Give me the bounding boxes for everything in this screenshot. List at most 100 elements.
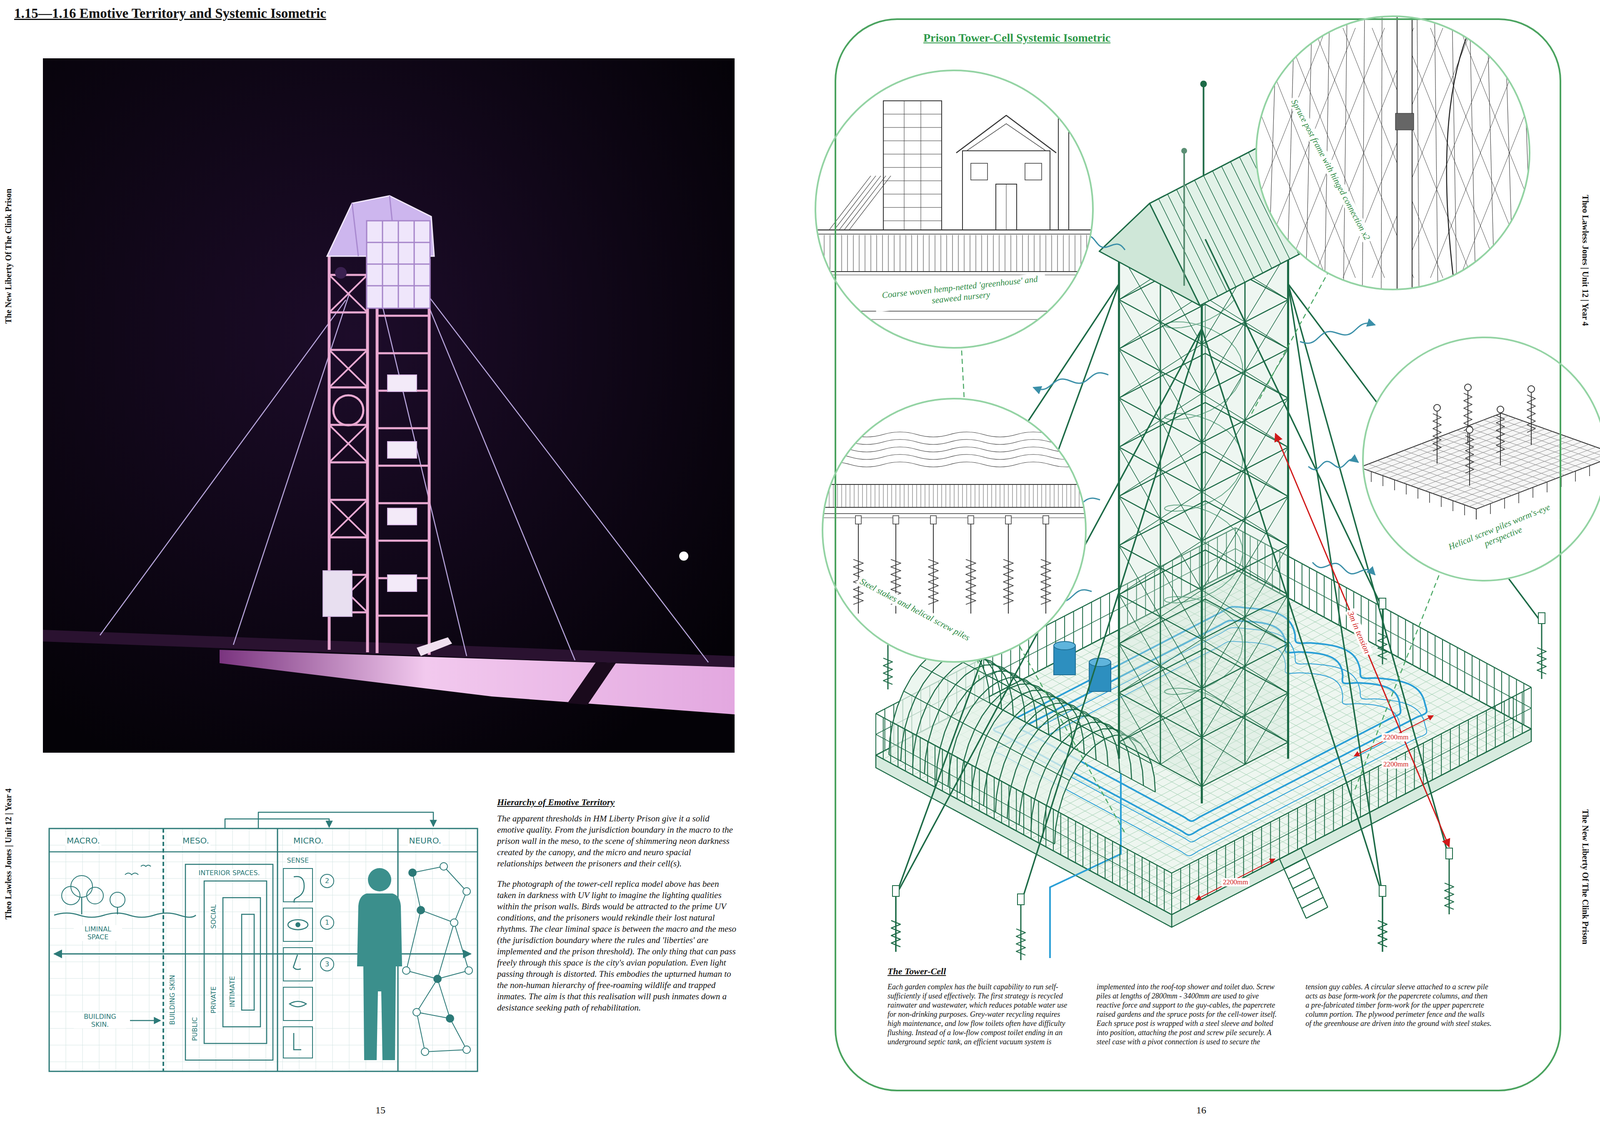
- screw-pile: [1382, 895, 1384, 953]
- grid-line: [1439, 437, 1556, 479]
- deck-slat: [1058, 484, 1059, 508]
- page-title: 1.15—1.16 Emotive Territory and Systemic…: [14, 5, 327, 22]
- grid-line: [432, 828, 433, 1072]
- model-brace: [329, 350, 368, 388]
- grid-line: [332, 828, 333, 1072]
- grid-line: [132, 828, 133, 1072]
- guy-wire: [100, 300, 346, 636]
- deck-slat: [966, 484, 968, 508]
- deck-slat: [983, 484, 984, 508]
- helix-screw: [1377, 920, 1388, 948]
- detail-ground: [814, 69, 1094, 349]
- frame-brace: [1372, 27, 1473, 278]
- tower-post: [1200, 295, 1203, 804]
- greenhouse-arch: [936, 671, 1038, 781]
- grid-line: [249, 828, 250, 1072]
- tank-top: [1089, 658, 1111, 667]
- neuro-link: [437, 979, 450, 1019]
- stake: [1475, 509, 1477, 520]
- railing-bar: [1092, 235, 1093, 272]
- touch-icon: [293, 1033, 302, 1050]
- scale-heading: MESO.: [181, 835, 211, 846]
- railing-bar: [1016, 235, 1018, 272]
- stake: [1518, 492, 1520, 504]
- tower-ring: [1119, 402, 1289, 492]
- stake: [1532, 487, 1534, 498]
- tower-ring: [1119, 353, 1289, 443]
- model-stair: [387, 375, 417, 392]
- neuro-node: [402, 967, 410, 975]
- deck-slat: [1012, 484, 1013, 508]
- tower-brace: [1245, 715, 1289, 743]
- deck-slat: [916, 484, 918, 508]
- greenhouse-purlin: [903, 691, 1070, 781]
- greenhouse-arch: [1007, 709, 1108, 819]
- frame-brace: [1342, 27, 1443, 278]
- floor-line: [883, 180, 942, 182]
- tower-brace: [1160, 442, 1202, 470]
- deck-slat: [1020, 484, 1022, 508]
- tower-brace: [1201, 590, 1245, 618]
- stair-tread: [1301, 897, 1324, 909]
- neuro-link: [406, 910, 421, 971]
- neuro-node: [462, 887, 471, 896]
- fence-rail: [1171, 687, 1532, 874]
- floor-line: [883, 207, 942, 208]
- interior-space: [241, 914, 255, 1011]
- ground-line: [812, 310, 1096, 312]
- railing-bar: [970, 235, 971, 272]
- railing-bar: [1028, 235, 1029, 272]
- stair-tread: [1297, 887, 1320, 899]
- grid-line: [415, 828, 417, 1072]
- eye-icon: [287, 920, 308, 930]
- model-rung: [377, 352, 430, 355]
- deck-slat: [1066, 484, 1068, 508]
- railing-bar: [859, 235, 860, 272]
- railing-bar: [1034, 235, 1035, 272]
- spruce-post: [1397, 11, 1413, 295]
- railing-bar: [1080, 235, 1082, 272]
- railing-bar: [818, 235, 819, 272]
- model-post: [427, 259, 431, 655]
- deck-slat: [933, 484, 934, 508]
- deck-slat: [1004, 484, 1005, 508]
- helix-screw: [928, 559, 939, 605]
- neuro-link: [443, 866, 467, 892]
- light-dot: [679, 551, 689, 561]
- floor-line: [883, 167, 942, 168]
- model-ramp: [416, 637, 453, 657]
- model-window: [366, 220, 430, 309]
- helix-screw: [1537, 647, 1547, 675]
- frame-member: [1305, 11, 1313, 295]
- floor-line: [883, 114, 942, 115]
- deck-slat: [1029, 484, 1030, 508]
- scale-heading: MICRO.: [292, 835, 325, 846]
- frame-member: [1362, 11, 1365, 295]
- deck-slat: [870, 484, 872, 508]
- railing-bar: [894, 235, 895, 272]
- tower-brace: [1119, 469, 1161, 497]
- grid-line: [49, 912, 478, 913]
- tower-brace: [1201, 442, 1245, 470]
- human-figure: [357, 893, 403, 1061]
- stair-line: [839, 175, 881, 230]
- frame-brace: [1459, 27, 1560, 278]
- pile-shaft: [1500, 411, 1501, 466]
- tower-face: [1119, 250, 1203, 787]
- gable-roof: [966, 123, 1046, 151]
- wind-arrow: [1033, 372, 1109, 390]
- deck-slat: [816, 484, 818, 508]
- ear-icon: [293, 876, 305, 903]
- grid-line: [282, 828, 283, 1072]
- frame-member: [1286, 11, 1295, 295]
- railing-bar: [958, 235, 959, 272]
- model-brace: [329, 275, 368, 313]
- tree-crown: [70, 875, 93, 898]
- model-brace: [329, 275, 368, 313]
- deck-slat: [1008, 484, 1009, 508]
- ground-line: [54, 913, 196, 918]
- detail-label: Steel stakes and helical screw piles: [855, 574, 974, 645]
- number-ring: [320, 916, 334, 930]
- deck-slat: [937, 484, 938, 508]
- side-credit: Theo Lawless Jones | Unit 12 | Year 4: [1580, 195, 1591, 326]
